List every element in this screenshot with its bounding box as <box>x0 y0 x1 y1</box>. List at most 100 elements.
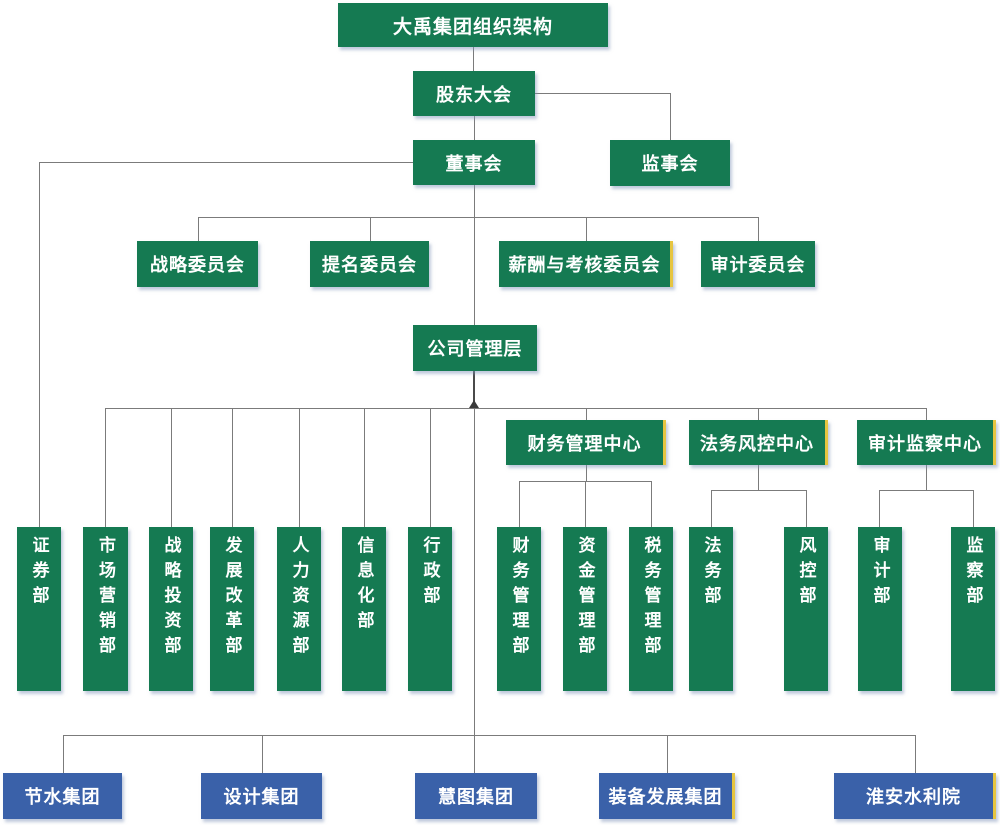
node-label: 发展改革部 <box>222 536 242 661</box>
node-label: 大禹集团组织架构 <box>392 16 553 38</box>
node-label: 董事会 <box>445 153 503 174</box>
node-label: 节水集团 <box>24 787 101 807</box>
node-label: 审计部 <box>870 536 890 611</box>
org-node-administration-dept[interactable]: 行政部 <box>408 527 452 691</box>
connector-spine-to-subsidiaries <box>474 408 475 773</box>
org-node-design-group[interactable]: 设计集团 <box>201 773 322 819</box>
org-node-huaian-water-institute[interactable]: 淮安水利院 <box>834 773 996 819</box>
connector-legal-sub-h <box>711 490 807 491</box>
node-label: 提名委员会 <box>322 255 417 275</box>
node-label: 战略委员会 <box>150 255 245 275</box>
node-label: 风控部 <box>796 536 816 611</box>
connector-information-stub <box>364 408 365 527</box>
connector-strategic-investment-stub <box>171 408 172 527</box>
connector-finance-dept-stub <box>519 481 520 527</box>
connector-board-management <box>474 185 475 327</box>
node-label: 装备发展集团 <box>608 787 723 807</box>
org-node-board-of-directors[interactable]: 董事会 <box>413 140 535 185</box>
connector-finance-center-down <box>586 465 587 482</box>
org-node-human-resources-dept[interactable]: 人力资源部 <box>277 527 321 691</box>
org-node-legal-risk-center[interactable]: 法务风控中心 <box>689 420 828 465</box>
connector-jieshui-stub <box>63 735 64 773</box>
connector-committees-h <box>198 217 759 218</box>
org-node-strategy-committee[interactable]: 战略委员会 <box>137 241 258 287</box>
org-node-huitu-group[interactable]: 慧图集团 <box>415 773 537 819</box>
org-node-audit-supervision-center[interactable]: 审计监察中心 <box>857 420 996 465</box>
connector-marketing-stub <box>105 408 106 527</box>
connector-development-reform-stub <box>232 408 233 527</box>
node-label: 股东大会 <box>436 84 512 105</box>
node-label: 监察部 <box>963 536 983 611</box>
connector-title-shareholders <box>473 47 474 71</box>
connector-management-spine-dark <box>473 371 475 408</box>
org-node-strategic-investment-dept[interactable]: 战略投资部 <box>149 527 193 691</box>
org-node-development-reform-dept[interactable]: 发展改革部 <box>210 527 254 691</box>
node-label: 薪酬与考核委员会 <box>508 255 661 275</box>
connector-legal-center-down <box>758 465 759 491</box>
connector-audit-center-down <box>926 465 927 491</box>
node-label: 行政部 <box>420 536 440 611</box>
org-node-tax-dept[interactable]: 税务管理部 <box>629 527 673 691</box>
connector-administration-stub <box>430 408 431 527</box>
org-node-nomination-committee[interactable]: 提名委员会 <box>310 241 429 287</box>
connector-compensation-committee-stub <box>586 217 587 241</box>
connector-tax-dept-stub <box>651 481 652 527</box>
node-label: 战略投资部 <box>161 536 181 661</box>
node-label: 慧图集团 <box>438 787 514 807</box>
connector-nomination-committee-stub <box>370 217 371 241</box>
node-label: 财务管理部 <box>509 536 529 661</box>
org-node-marketing-dept[interactable]: 市场营销部 <box>83 527 128 691</box>
org-node-supervisory-board[interactable]: 监事会 <box>610 140 730 186</box>
node-label: 公司管理层 <box>427 339 523 359</box>
connector-design-stub <box>262 735 263 773</box>
org-node-securities-dept[interactable]: 证券部 <box>17 527 61 691</box>
org-node-audit-committee[interactable]: 审计委员会 <box>701 241 815 287</box>
node-label: 淮安水利院 <box>866 787 961 807</box>
connector-board-securities-v <box>39 162 40 527</box>
node-label: 审计监察中心 <box>868 433 982 454</box>
org-node-jieshui-group[interactable]: 节水集团 <box>3 773 122 819</box>
org-node-finance-center[interactable]: 财务管理中心 <box>506 420 666 465</box>
org-node-finance-management-dept[interactable]: 财务管理部 <box>497 527 541 691</box>
connector-audit-dept-stub <box>879 490 880 527</box>
connector-shareholders-board <box>474 116 475 140</box>
connector-huaian-stub <box>915 735 916 773</box>
connector-treasury-dept-stub <box>585 481 586 527</box>
node-label: 税务管理部 <box>641 536 661 661</box>
org-node-information-dept[interactable]: 信息化部 <box>342 527 386 691</box>
connector-shareholders-supervisory-v <box>670 93 671 140</box>
connector-strategy-committee-stub <box>198 217 199 241</box>
node-label: 财务管理中心 <box>527 433 642 454</box>
connector-audit-committee-stub <box>758 217 759 241</box>
connector-shareholders-supervisory-h <box>535 93 670 94</box>
connector-supervision-dept-stub <box>973 490 974 527</box>
node-label: 证券部 <box>29 536 49 611</box>
connector-finance-center-stub <box>586 408 587 420</box>
connector-risk-dept-stub <box>806 490 807 527</box>
node-label: 法务风控中心 <box>700 433 814 454</box>
node-label: 市场营销部 <box>96 536 115 661</box>
node-label: 监事会 <box>641 154 699 174</box>
connector-equipment-stub <box>667 735 668 773</box>
org-node-risk-control-dept[interactable]: 风控部 <box>784 527 828 691</box>
org-node-title[interactable]: 大禹集团组织架构 <box>338 3 608 47</box>
node-label: 资金管理部 <box>575 536 595 661</box>
org-node-audit-dept[interactable]: 审计部 <box>858 527 902 691</box>
spine-arrowhead-icon <box>469 400 479 408</box>
connector-departments-h <box>105 408 927 409</box>
org-node-equipment-development-group[interactable]: 装备发展集团 <box>599 773 735 819</box>
node-label: 审计委员会 <box>710 255 806 275</box>
org-node-shareholders-meeting[interactable]: 股东大会 <box>413 71 535 116</box>
node-label: 法务部 <box>701 536 721 611</box>
org-node-legal-dept[interactable]: 法务部 <box>689 527 733 691</box>
org-node-management[interactable]: 公司管理层 <box>413 325 537 371</box>
node-label: 设计集团 <box>223 787 300 807</box>
org-node-compensation-committee[interactable]: 薪酬与考核委员会 <box>499 241 673 287</box>
org-node-treasury-dept[interactable]: 资金管理部 <box>563 527 607 691</box>
connector-subsidiaries-h <box>63 735 916 736</box>
node-label: 人力资源部 <box>289 536 309 661</box>
connector-audit-sub-h <box>879 490 974 491</box>
org-node-supervision-dept[interactable]: 监察部 <box>951 527 995 691</box>
connector-legal-dept-stub <box>711 490 712 527</box>
